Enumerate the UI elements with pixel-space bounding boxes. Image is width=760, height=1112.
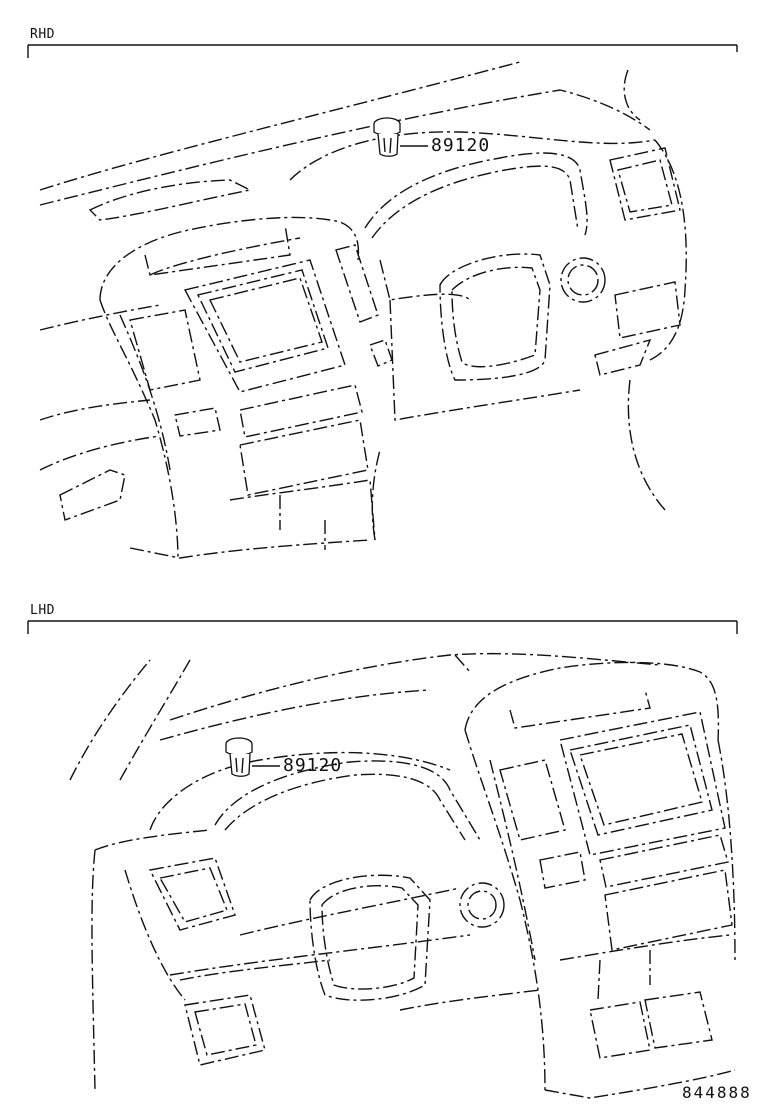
rhd-section-label: RHD <box>30 27 55 42</box>
lhd-part-89120-clip <box>225 737 280 777</box>
rhd-section-frame <box>27 44 738 58</box>
lhd-section-frame <box>27 620 738 634</box>
rhd-part-number-callout: 89120 <box>431 135 491 156</box>
rhd-part-89120-clip <box>373 117 428 157</box>
lhd-section-label: LHD <box>30 603 55 618</box>
lhd-dashboard-drawing <box>69 652 736 1099</box>
rhd-dashboard-drawing <box>39 61 687 561</box>
lhd-part-number-callout: 89120 <box>283 755 343 776</box>
diagram-reference-number: 844888 <box>682 1083 752 1102</box>
